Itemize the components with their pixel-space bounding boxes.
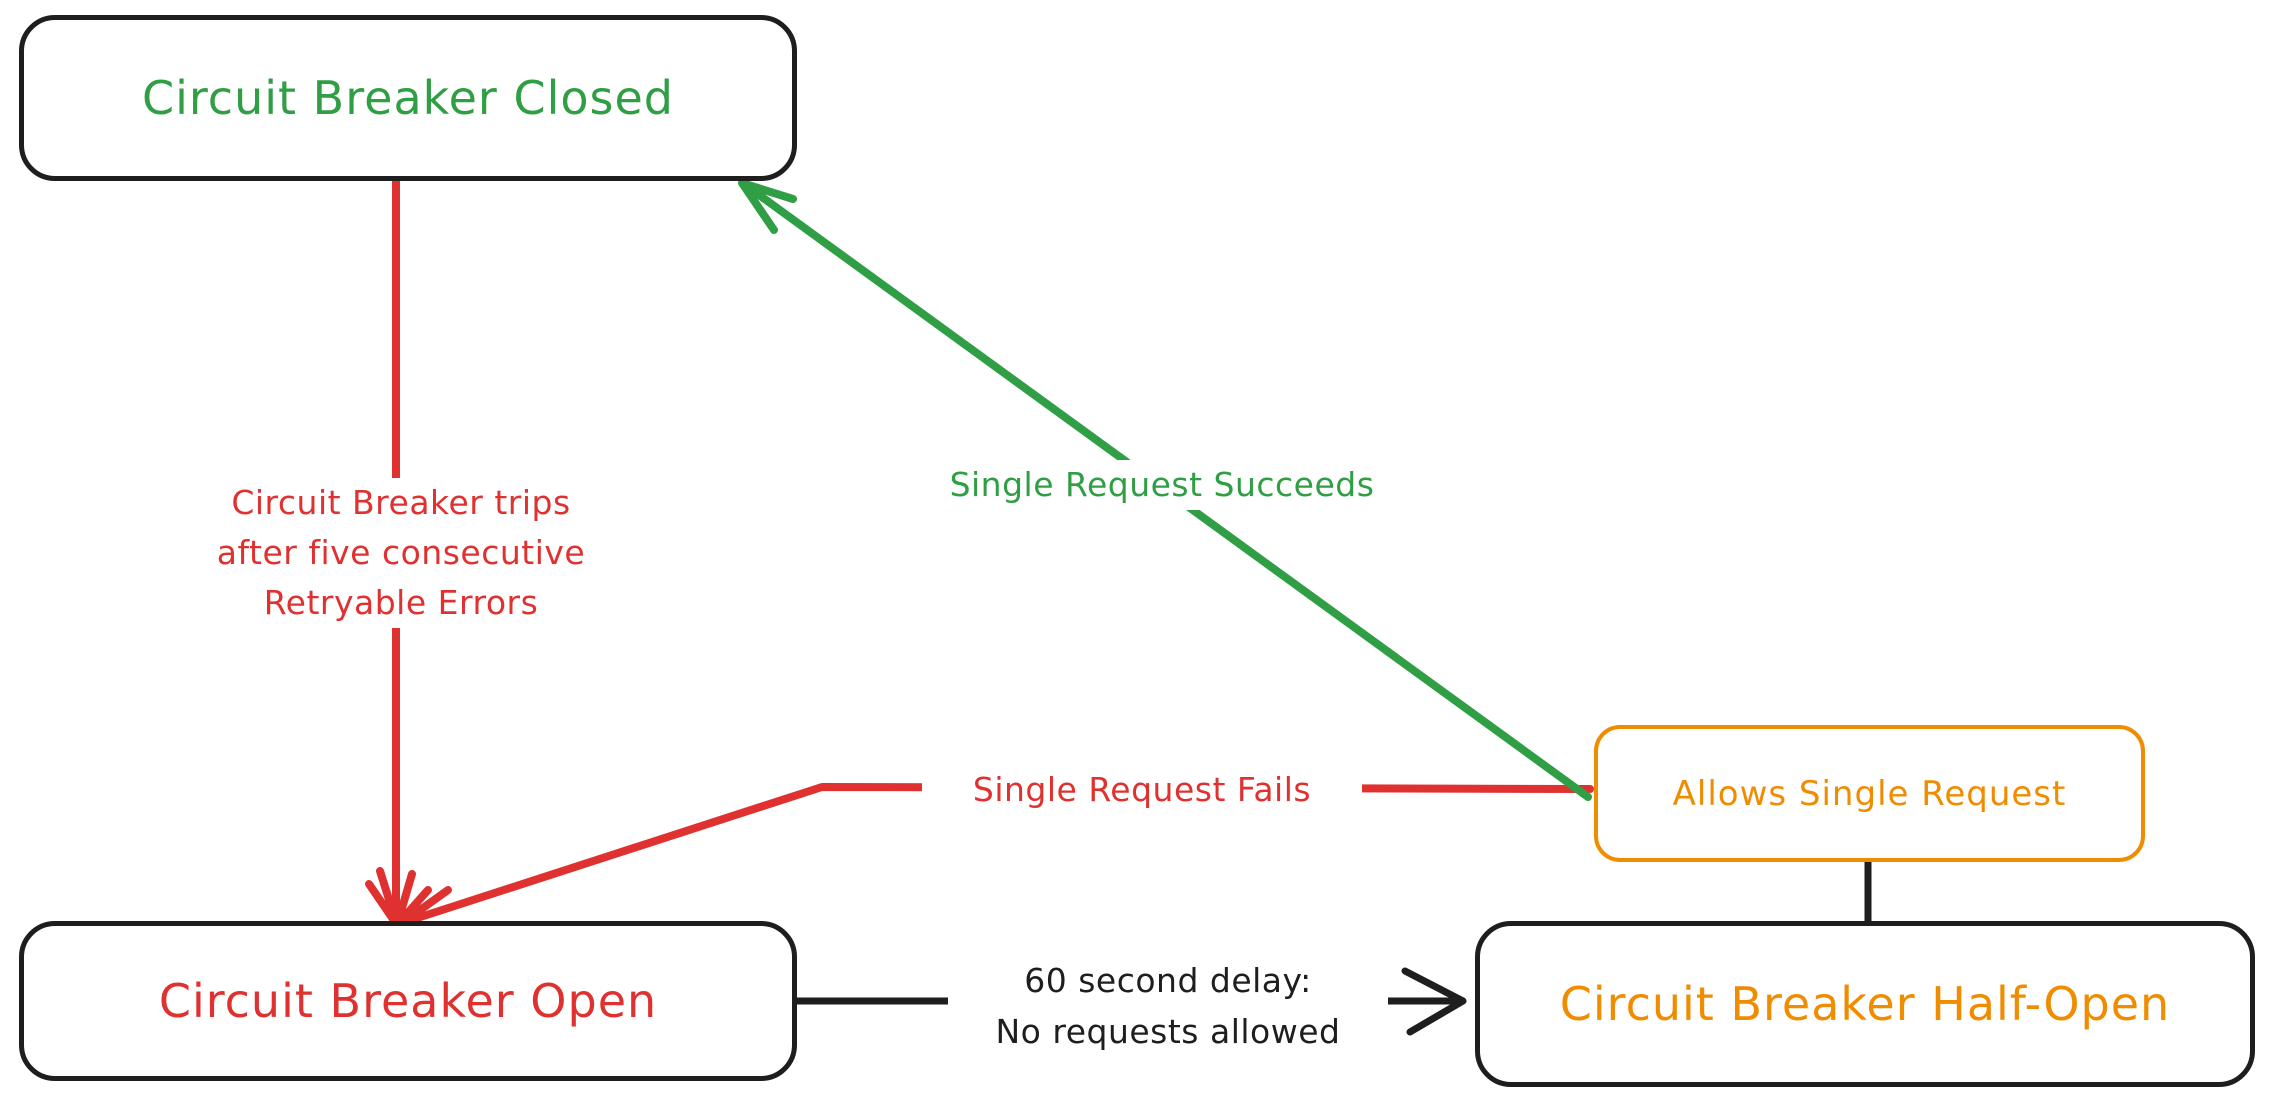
edge-label-trips: Circuit Breaker trips after five consecu… xyxy=(151,478,651,628)
allows-single-request-box: Allows Single Request xyxy=(1594,725,2145,862)
edge-label-delay: 60 second delay: No requests allowed xyxy=(948,955,1388,1057)
state-label-closed: Circuit Breaker Closed xyxy=(142,71,674,125)
state-box-half-open: Circuit Breaker Half-Open xyxy=(1475,921,2255,1087)
arrowhead-right-icon xyxy=(1401,967,1467,1036)
edge-label-succeeds: Single Request Succeeds xyxy=(922,460,1402,510)
edge-label-fails: Single Request Fails xyxy=(922,765,1362,815)
arrowhead-up-left-icon xyxy=(738,179,797,234)
arrowhead-down-icon xyxy=(365,867,432,929)
allows-single-request-label: Allows Single Request xyxy=(1672,773,2067,814)
state-box-open: Circuit Breaker Open xyxy=(19,921,797,1081)
state-box-closed: Circuit Breaker Closed xyxy=(19,15,797,181)
state-label-half-open: Circuit Breaker Half-Open xyxy=(1559,977,2171,1031)
state-label-open: Circuit Breaker Open xyxy=(158,974,658,1028)
